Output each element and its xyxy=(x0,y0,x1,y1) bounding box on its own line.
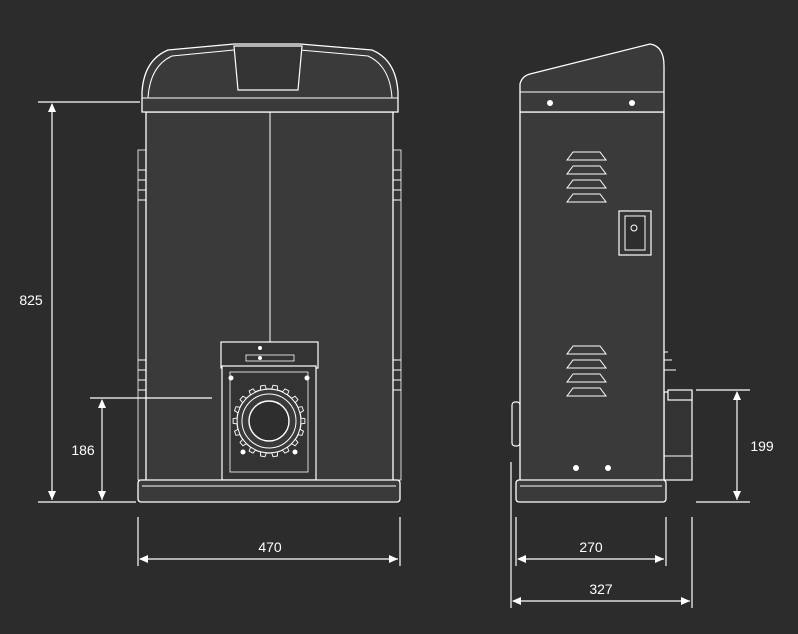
gear-tooth xyxy=(271,451,278,458)
gear-tooth xyxy=(248,446,257,454)
gear-tooth xyxy=(260,451,267,458)
gear-tooth xyxy=(271,384,278,391)
gear-tooth xyxy=(233,406,241,414)
side-rack-bracket xyxy=(663,351,693,481)
front-top-recess xyxy=(233,45,303,91)
dim-side-body-label: 270 xyxy=(579,539,603,555)
gear-tooth xyxy=(260,384,267,391)
gear-tooth xyxy=(248,388,257,396)
side-vents-lower xyxy=(566,345,607,397)
gear-tooth xyxy=(297,406,305,414)
gear-tooth xyxy=(233,428,241,436)
gear-tooth xyxy=(290,395,299,404)
gear-tooth xyxy=(232,417,238,425)
dim-front-lower-label: 186 xyxy=(71,442,95,458)
gear-tooth xyxy=(300,417,306,425)
dim-side-total-label: 327 xyxy=(589,581,613,597)
dim-front-height-label: 825 xyxy=(19,292,43,308)
front-gear-icon xyxy=(232,384,306,458)
dim-front-width-label: 470 xyxy=(258,539,282,555)
side-vents-upper xyxy=(566,151,607,203)
side-top-cover xyxy=(519,43,665,113)
side-motor-bulge xyxy=(511,401,521,447)
gear-tooth xyxy=(290,438,299,447)
front-right-fins xyxy=(392,149,402,481)
front-left-fins xyxy=(137,149,147,481)
side-switch-icon xyxy=(618,210,652,256)
side-view xyxy=(511,43,693,503)
dim-side-lower-label: 199 xyxy=(750,438,774,454)
gear-tooth xyxy=(281,446,290,454)
front-view xyxy=(137,43,402,503)
front-base xyxy=(137,479,401,503)
gear-tooth xyxy=(281,388,290,396)
side-base xyxy=(515,479,667,503)
dimension-lines xyxy=(38,101,750,608)
side-housing xyxy=(519,111,665,483)
gear-tooth xyxy=(239,438,248,447)
gear-tooth xyxy=(239,395,248,404)
gear-tooth xyxy=(297,428,305,436)
